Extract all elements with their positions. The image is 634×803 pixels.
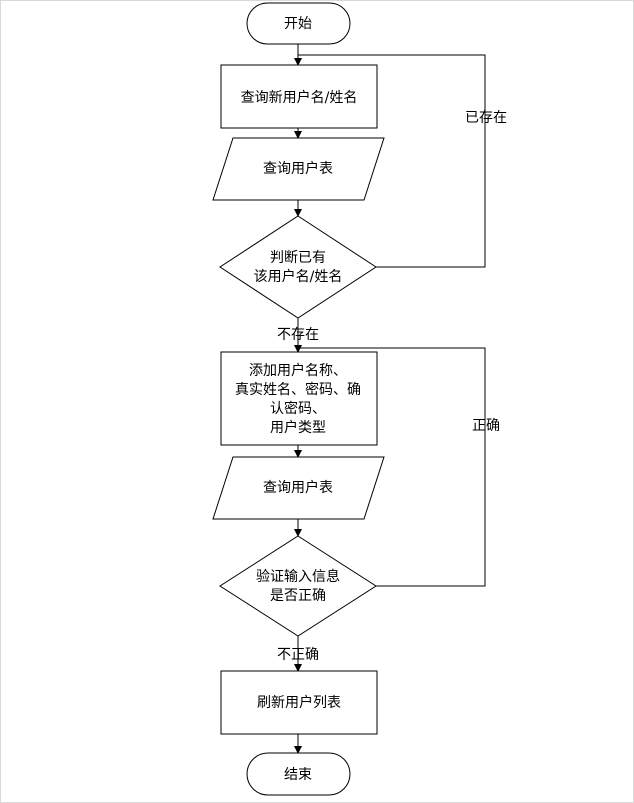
user-table-1-label: 查询用户表: [263, 160, 333, 177]
end-shape: [246, 752, 351, 796]
end-label: 结束: [284, 767, 312, 783]
start-shape: [246, 2, 351, 45]
user-table-1-shape: [212, 137, 385, 201]
refresh-list-label: 刷新用户列表: [257, 694, 341, 711]
check-exists-label: 判断已有该用户名/姓名: [254, 250, 343, 285]
validate-label: 验证输入信息是否正确: [256, 568, 340, 604]
connectors: [294, 44, 486, 754]
edge-label-not-exists: 不存在: [277, 327, 319, 343]
query-name-shape: [220, 64, 378, 129]
edge-label-exists: 已存在: [465, 110, 507, 126]
user-table-2-label: 查询用户表: [263, 479, 333, 496]
check-exists-node: 判断已有该用户名/姓名: [219, 215, 377, 319]
validate-shape: [219, 535, 377, 637]
start-label: 开始: [284, 16, 312, 32]
start-node: 开始: [246, 2, 351, 45]
user-table-2-shape: [212, 456, 385, 520]
query-name-label: 查询新用户名/姓名: [241, 89, 358, 106]
edge-correct-loop: [298, 347, 486, 587]
validate-node: 验证输入信息是否正确: [219, 535, 377, 637]
refresh-list-shape: [220, 670, 378, 735]
edge-exists-loop: [298, 54, 486, 268]
user-table-2-node: 查询用户表: [212, 456, 385, 520]
add-user-node: 添加用户名称、真实姓名、密码、确认密码、用户类型: [220, 351, 378, 446]
add-user-label: 添加用户名称、真实姓名、密码、确认密码、用户类型: [235, 362, 361, 436]
edge-label-not-correct: 不正确: [277, 647, 319, 663]
query-name-node: 查询新用户名/姓名: [220, 64, 378, 129]
end-node: 结束: [246, 752, 351, 796]
check-exists-shape: [219, 215, 377, 319]
user-table-1-node: 查询用户表: [212, 137, 385, 201]
add-user-shape: [220, 351, 378, 446]
refresh-list-node: 刷新用户列表: [220, 670, 378, 735]
edge-label-correct: 正确: [472, 418, 500, 434]
